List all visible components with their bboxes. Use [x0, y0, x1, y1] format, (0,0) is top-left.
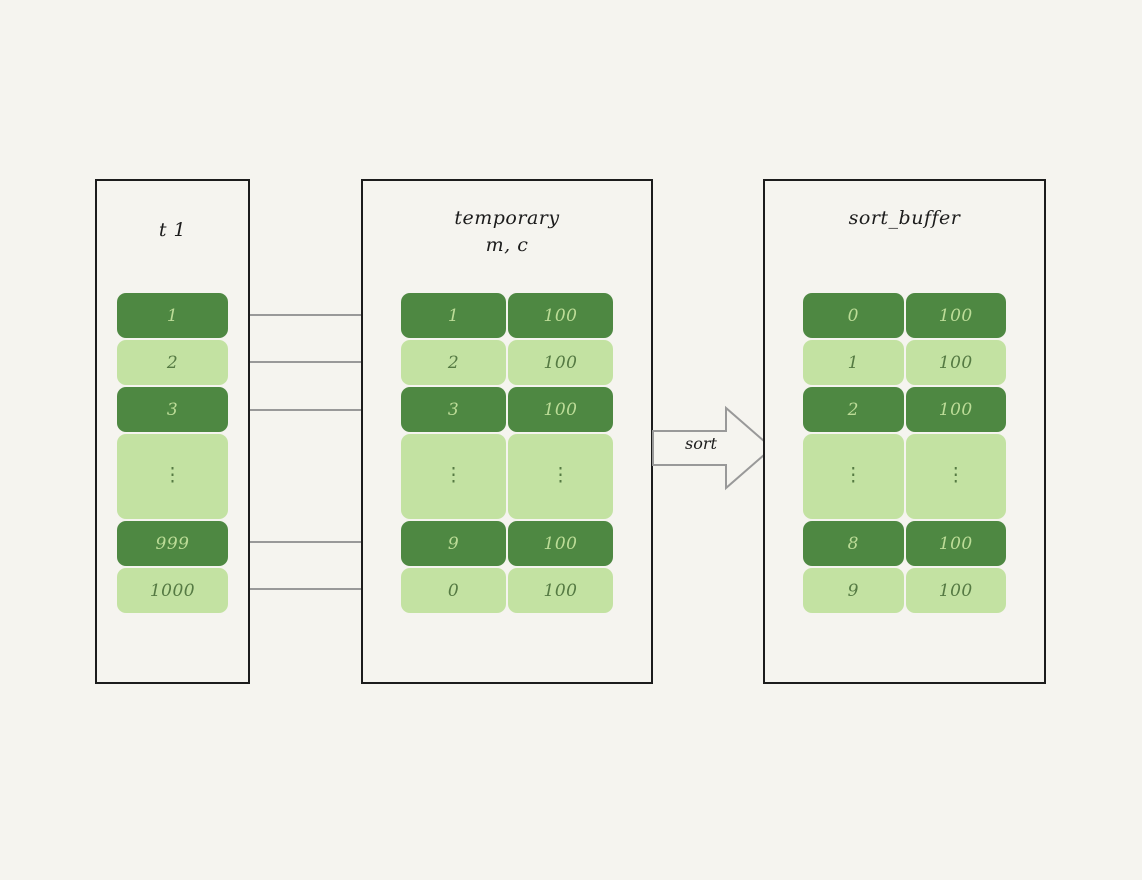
cell-sort_buffer-r3-c0[interactable]: ⋮ [803, 434, 904, 519]
table-row[interactable]: 999 [117, 521, 228, 566]
cell-temporary-r0-c0[interactable]: 1 [401, 293, 506, 338]
cell-temporary-r5-c1[interactable]: 100 [508, 568, 613, 613]
cell-temporary-r3-c1[interactable]: ⋮ [508, 434, 613, 519]
vertical-ellipsis-icon: ⋮ [444, 463, 463, 486]
cell-temporary-r1-c0[interactable]: 2 [401, 340, 506, 385]
table-row[interactable]: ⋮ [117, 434, 228, 519]
cell-temporary-r4-c1[interactable]: 100 [508, 521, 613, 566]
cell-t1-r2-c0[interactable]: 3 [117, 387, 228, 432]
cell-t1-r5-c0[interactable]: 1000 [117, 568, 228, 613]
cell-t1-r3-c0[interactable]: ⋮ [117, 434, 228, 519]
cell-sort_buffer-r0-c0[interactable]: 0 [803, 293, 904, 338]
table-row[interactable]: 3 [117, 387, 228, 432]
cell-temporary-r5-c0[interactable]: 0 [401, 568, 506, 613]
table-row[interactable]: 1 [117, 293, 228, 338]
cell-temporary-r0-c1[interactable]: 100 [508, 293, 613, 338]
cell-t1-r4-c0[interactable]: 999 [117, 521, 228, 566]
table-row[interactable]: ⋮⋮ [803, 434, 1006, 519]
vertical-ellipsis-icon: ⋮ [946, 463, 966, 486]
sort-arrow [651, 404, 775, 492]
cell-temporary-r4-c0[interactable]: 9 [401, 521, 506, 566]
vertical-ellipsis-icon: ⋮ [163, 463, 182, 486]
cell-t1-r1-c0[interactable]: 2 [117, 340, 228, 385]
cell-sort_buffer-r4-c0[interactable]: 8 [803, 521, 904, 566]
vertical-ellipsis-icon: ⋮ [551, 463, 570, 486]
cell-t1-r0-c0[interactable]: 1 [117, 293, 228, 338]
panel-title-sort-buffer: sort_buffer [848, 207, 961, 229]
cell-temporary-r1-c1[interactable]: 100 [508, 340, 613, 385]
cell-sort_buffer-r2-c0[interactable]: 2 [803, 387, 904, 432]
cell-sort_buffer-r1-c0[interactable]: 1 [803, 340, 904, 385]
table-row[interactable]: 2 [117, 340, 228, 385]
panel-title-t1: t 1 [158, 219, 187, 241]
cell-temporary-r2-c1[interactable]: 100 [508, 387, 613, 432]
cell-sort_buffer-r0-c1[interactable]: 100 [905, 293, 1006, 338]
cell-sort_buffer-r3-c1[interactable]: ⋮ [905, 434, 1006, 519]
cell-sort_buffer-r5-c0[interactable]: 9 [803, 568, 904, 613]
sort-arrow-label: sort [685, 434, 717, 453]
table-row[interactable]: 1000 [117, 568, 228, 613]
table-row[interactable]: ⋮⋮ [401, 434, 613, 519]
vertical-ellipsis-icon: ⋮ [843, 463, 863, 486]
cell-sort_buffer-r5-c1[interactable]: 100 [905, 568, 1006, 613]
cell-sort_buffer-r2-c1[interactable]: 100 [905, 387, 1006, 432]
panel-title-temporary: temporary m, c [454, 207, 560, 256]
cell-sort_buffer-r1-c1[interactable]: 100 [905, 340, 1006, 385]
cell-sort_buffer-r4-c1[interactable]: 100 [905, 521, 1006, 566]
cell-temporary-r2-c0[interactable]: 3 [401, 387, 506, 432]
cell-temporary-r3-c0[interactable]: ⋮ [401, 434, 506, 519]
